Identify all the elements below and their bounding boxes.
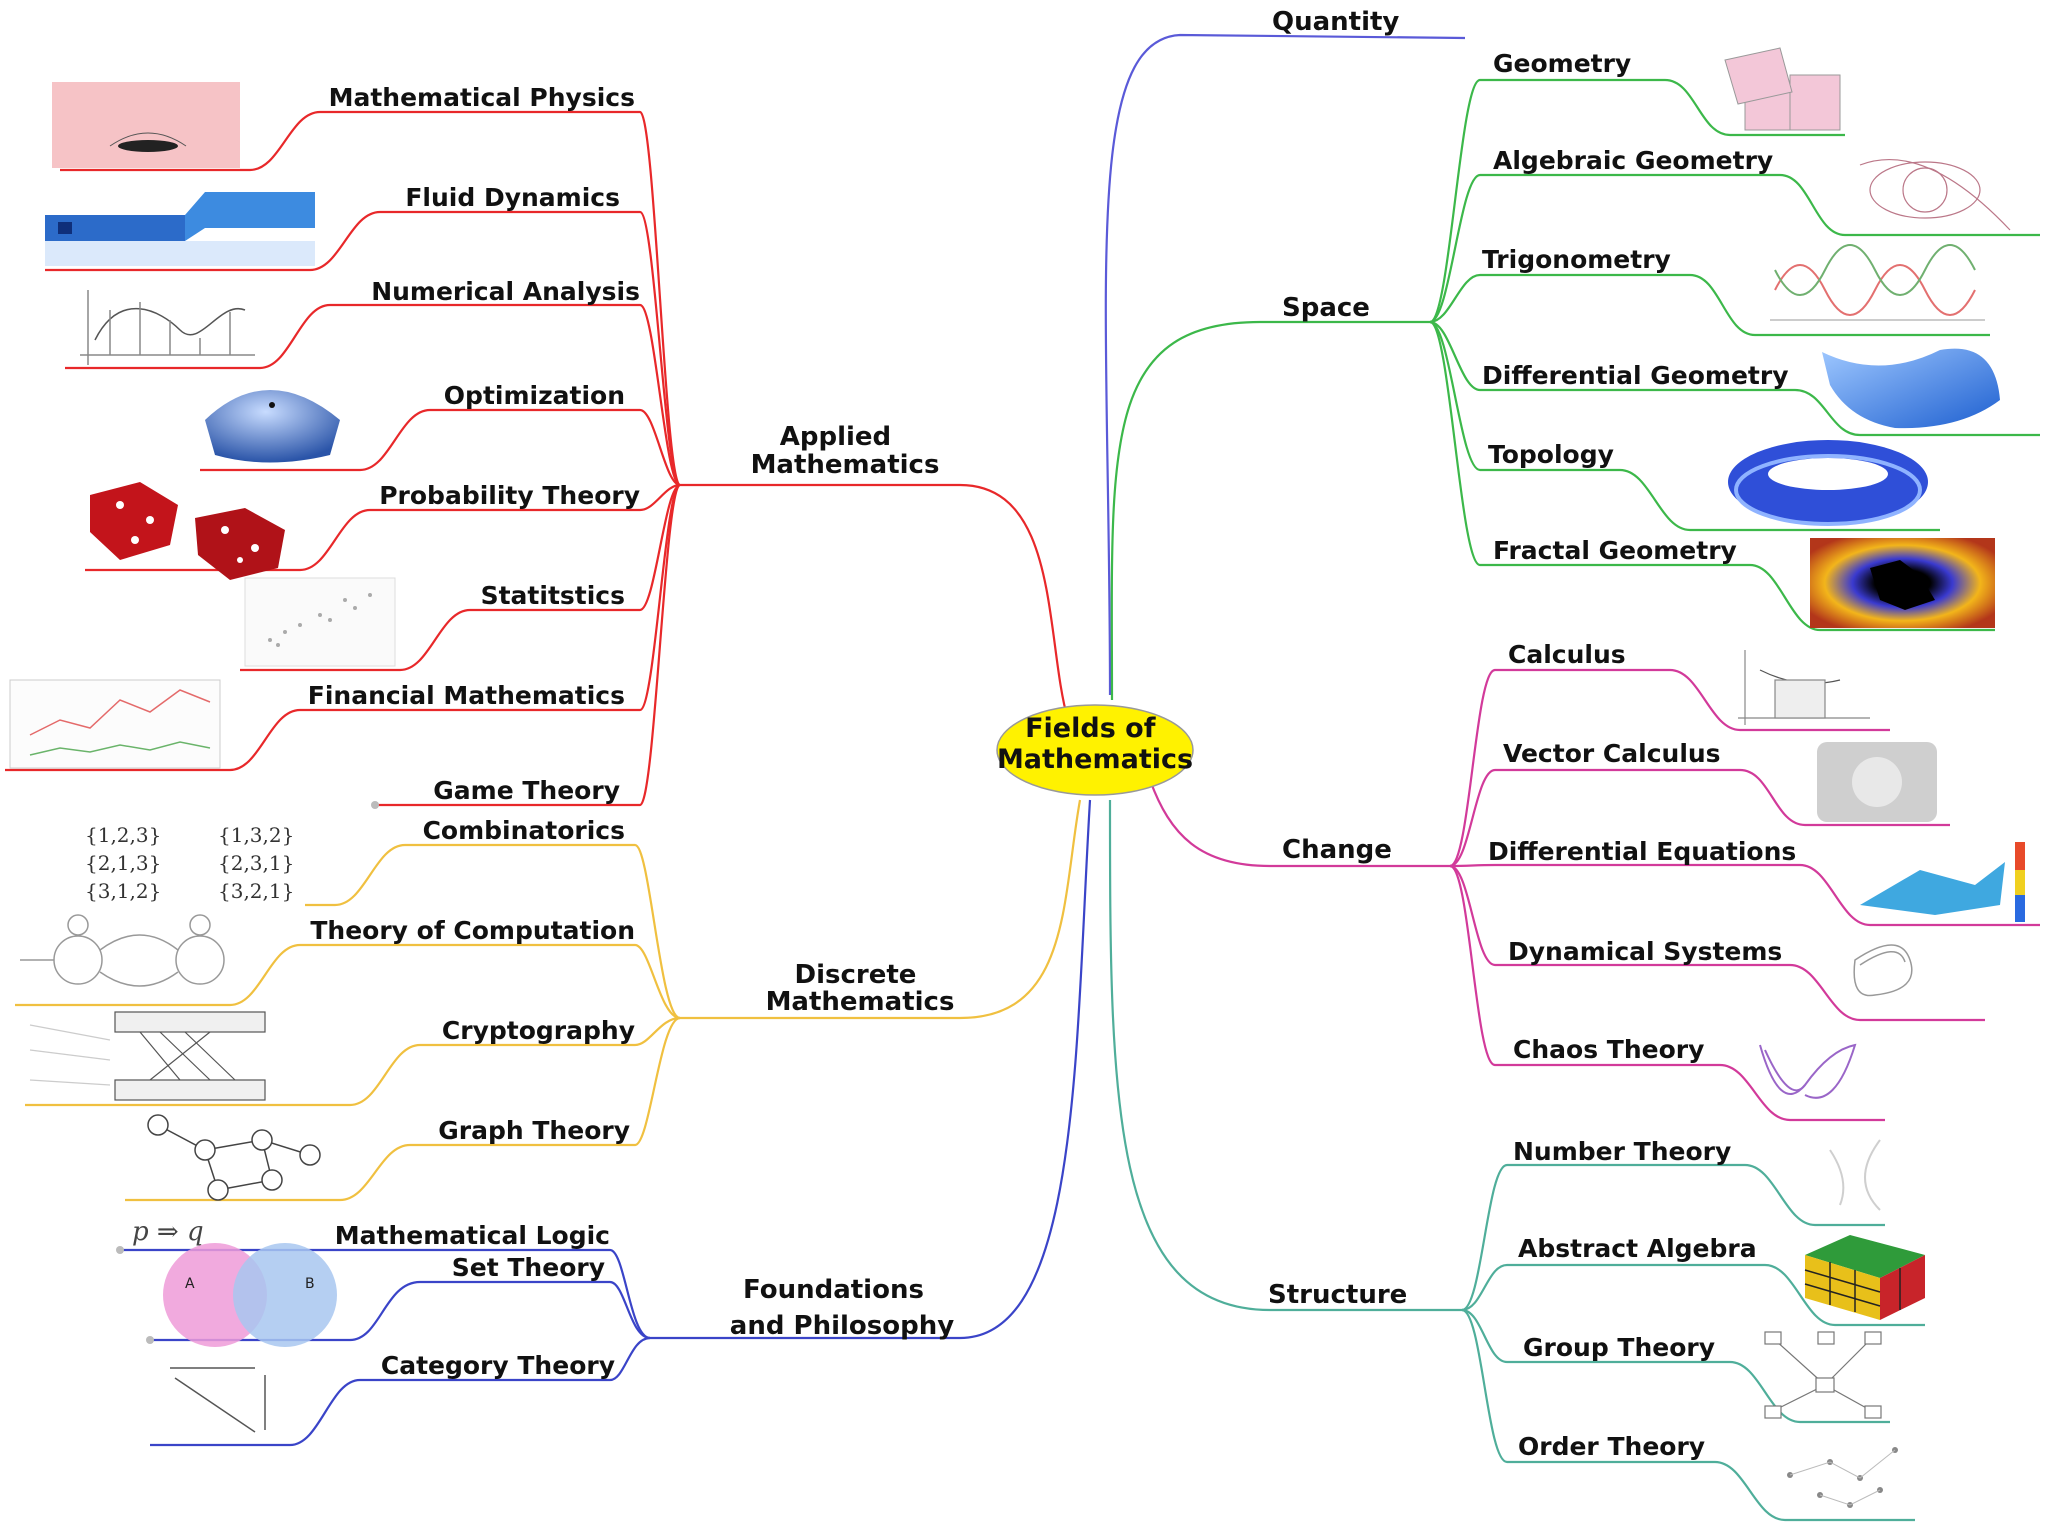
calculus-image	[1738, 650, 1870, 725]
branch-change: Change	[1282, 835, 1392, 865]
leaf-chaos-theory: Chaos Theory	[1513, 1035, 1704, 1064]
fractal-image	[1810, 538, 1995, 628]
leaf-geometry: Geometry	[1493, 49, 1631, 78]
optimization-image	[205, 390, 340, 463]
statistics-image	[244, 577, 396, 667]
leaf-statistics: Statitstics	[481, 581, 625, 610]
permutation-label: {2,3,1}	[218, 851, 294, 875]
permutation-label: {1,3,2}	[218, 823, 294, 847]
geometry-image	[1724, 47, 1841, 131]
graph-theory-image	[147, 1114, 321, 1201]
leaf-numerical-analysis: Numerical Analysis	[371, 277, 640, 306]
logic-formula-image: p ⇒ q	[132, 1217, 204, 1247]
leaf-dynamical-systems: Dynamical Systems	[1508, 937, 1782, 966]
leaf-calculus: Calculus	[1508, 640, 1626, 669]
leaf-order-theory: Order Theory	[1518, 1432, 1705, 1461]
leaf-cryptography: Cryptography	[442, 1016, 635, 1045]
permutation-label: {2,1,3}	[85, 851, 161, 875]
fluid-dynamics-image	[45, 192, 315, 266]
branch-space: Space	[1282, 293, 1370, 323]
category-diagram-image	[170, 1367, 266, 1433]
branch-structure: Structure	[1268, 1280, 1407, 1310]
algebraic-geometry-image	[1859, 158, 2011, 231]
leaf-financial-mathematics: Financial Mathematics	[308, 681, 625, 710]
mathematical-physics-image	[52, 82, 240, 168]
branch-quantity: Quantity	[1272, 7, 1399, 37]
leaf-graph-theory: Graph Theory	[438, 1116, 630, 1145]
set-a-label: A	[185, 1276, 195, 1292]
leaf-mathematical-physics: Mathematical Physics	[329, 83, 635, 112]
leaf-group-theory: Group Theory	[1523, 1333, 1715, 1362]
connector-end-dot	[116, 1246, 124, 1254]
connector-applied	[680, 483, 1070, 721]
connector-end-dot	[146, 1336, 154, 1344]
center-title: Fields of Mathematics	[997, 713, 1193, 775]
leaf-differential-equations: Differential Equations	[1488, 837, 1796, 866]
torus-image	[1728, 440, 1928, 526]
probability-dice-image	[90, 482, 285, 580]
branch-discrete-mathematics: Discrete Mathematics	[766, 960, 955, 1017]
differential-geometry-image	[1822, 348, 2000, 429]
leaf-combinatorics: Combinatorics	[423, 816, 625, 845]
leaf-fluid-dynamics: Fluid Dynamics	[405, 183, 620, 212]
connector-quantity	[1104, 33, 1466, 696]
branch-foundations-and-philosophy: Foundations and Philosophy	[730, 1275, 954, 1341]
vector-field-image	[1817, 742, 1937, 822]
leaf-topology: Topology	[1488, 440, 1614, 469]
leaf-number-theory: Number Theory	[1513, 1137, 1731, 1166]
leaf-optimization: Optimization	[444, 381, 625, 410]
trigonometry-image	[1770, 244, 1985, 321]
permutation-label: {3,1,2}	[85, 879, 161, 903]
venn-diagram-image: A B	[163, 1243, 337, 1347]
leaf-mathematical-logic: Mathematical Logic	[335, 1221, 610, 1250]
rubiks-cube-image	[1804, 1235, 1925, 1320]
number-theory-image	[1829, 1139, 1881, 1211]
leaf-vector-calculus: Vector Calculus	[1503, 739, 1721, 768]
cryptography-image	[29, 1011, 266, 1101]
automaton-image	[20, 914, 225, 987]
leaf-trigonometry: Trigonometry	[1482, 245, 1671, 274]
branch-applied-mathematics: Applied Mathematics	[751, 422, 940, 480]
leaf-differential-geometry: Differential Geometry	[1482, 361, 1789, 390]
group-theory-image	[1764, 1331, 1882, 1419]
center-node	[996, 704, 1194, 796]
leaf-set-theory: Set Theory	[452, 1253, 605, 1282]
connector-space	[1110, 320, 1430, 701]
leaf-algebraic-geometry: Algebraic Geometry	[1493, 146, 1773, 175]
permutation-label: {3,2,1}	[218, 879, 294, 903]
connector-end-dot	[371, 801, 379, 809]
leaf-category-theory: Category Theory	[381, 1351, 615, 1380]
set-b-label: B	[305, 1276, 315, 1292]
differential-equations-image	[1860, 842, 2025, 922]
connector-discrete	[680, 799, 1082, 1020]
connector-change	[1148, 779, 1450, 868]
dynamical-systems-image	[1853, 944, 1913, 997]
lorenz-attractor-image	[1759, 1043, 1857, 1099]
leaf-game-theory: Game Theory	[433, 776, 620, 805]
combinatorics-permutations-image: {1,2,3} {1,3,2} {2,1,3} {2,3,1} {3,1,2} …	[85, 823, 294, 903]
leaf-theory-of-computation: Theory of Computation	[310, 916, 635, 945]
numerical-analysis-image	[80, 290, 255, 365]
leaf-abstract-algebra: Abstract Algebra	[1518, 1234, 1757, 1263]
connector-foundations	[650, 799, 1092, 1340]
permutation-label: {1,2,3}	[85, 823, 161, 847]
financial-chart-image	[9, 679, 221, 769]
leaf-probability-theory: Probability Theory	[379, 481, 640, 510]
order-theory-image	[1787, 1447, 1898, 1508]
leaf-fractal-geometry: Fractal Geometry	[1493, 536, 1737, 565]
connector-structure	[1108, 799, 1462, 1312]
